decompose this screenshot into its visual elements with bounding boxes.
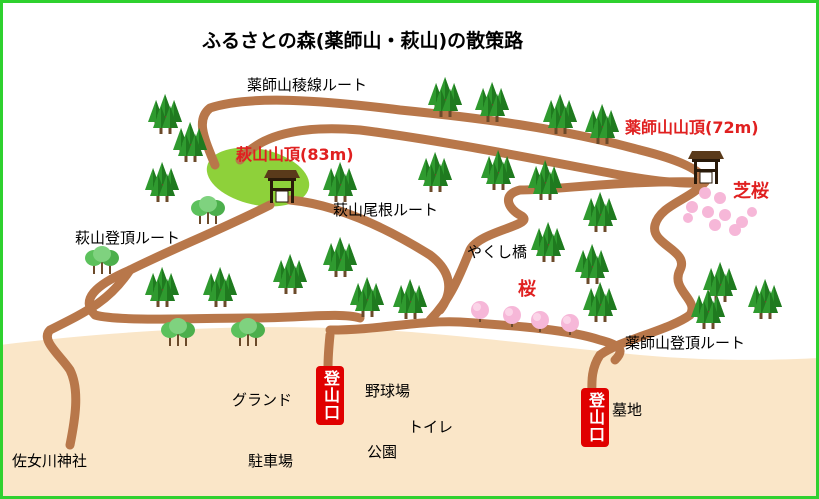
map-title: ふるさとの森(薬師山・萩山)の散策路: [202, 30, 524, 52]
yakushi-summit-route: [587, 177, 710, 403]
cherry-label: 桜: [518, 279, 536, 300]
bridge-label: やくし橋: [467, 243, 528, 261]
hagi-summit-route-label: 萩山登頂ルート: [75, 229, 181, 247]
park-label: 公園: [367, 443, 398, 461]
toilet-label: トイレ: [408, 418, 454, 436]
trailhead-left-path: [323, 330, 335, 373]
trails: [43, 95, 710, 450]
yakushi-peak-label: 薬師山山頂(72m): [625, 118, 759, 137]
hagi-summit-route-2: [43, 265, 135, 450]
hagi-ridge-route-label: 萩山尾根ルート: [333, 201, 439, 219]
baseball-label: 野球場: [365, 382, 411, 400]
lowland-ground: [0, 327, 819, 499]
hagi-summit-route: [84, 200, 365, 324]
trailhead-badge: 登山口: [581, 388, 609, 447]
ground-label: グランド: [232, 391, 293, 409]
hagi-peak-label: 萩山山頂(83m): [236, 145, 354, 164]
ridge-route-label: 薬師山稜線ルート: [247, 76, 368, 94]
trailhead-badge: 登山口: [316, 366, 344, 425]
bridge-route: [425, 177, 710, 325]
parking-label: 駐車場: [248, 452, 294, 470]
shrine-label: 佐女川神社: [12, 452, 88, 470]
shiba-cherry-label: 芝桜: [733, 181, 769, 202]
ridge-route: [197, 95, 710, 185]
yakushi-summit-route-label: 薬師山登頂ルート: [625, 334, 746, 352]
shiba-cherry-patch: [683, 187, 757, 236]
cemetery-label: 墓地: [612, 401, 643, 419]
